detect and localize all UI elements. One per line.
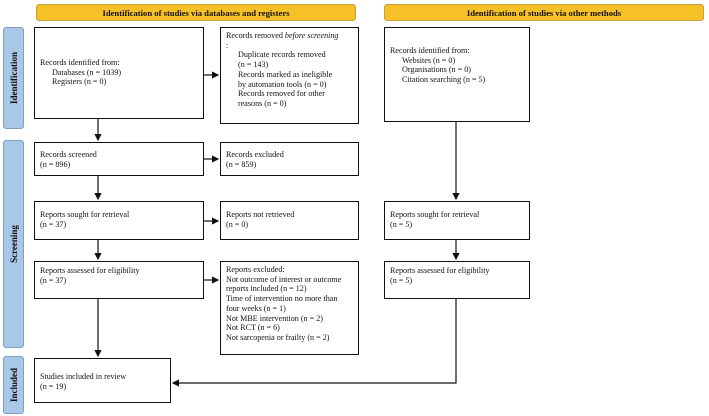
excluded-not-mbe: Not MBE intervention (n = 2) <box>226 313 323 323</box>
other-reports-sought-box: Reports sought for retrieval (n = 5) <box>384 201 530 240</box>
excluded-time: Time of intervention no more than <box>226 294 338 304</box>
header-databases-registers: Identification of studies via databases … <box>36 4 356 21</box>
studies-included-box: Studies included in review (n = 19) <box>34 358 171 403</box>
records-removed-box: Records removed before screening : Dupli… <box>220 27 359 124</box>
reports-not-retrieved-box: Reports not retrieved (n = 0) <box>220 201 359 240</box>
reports-sought-title: Reports sought for retrieval <box>40 210 130 219</box>
records-excluded-count: (n = 859) <box>226 159 257 169</box>
studies-included-title: Studies included in review <box>40 372 127 381</box>
databases-count: Databases (n = 1039) <box>52 67 122 77</box>
records-removed-title-colon: : <box>226 40 229 50</box>
other-reports-sought-title: Reports sought for retrieval <box>390 210 480 219</box>
reports-sought-box: Reports sought for retrieval (n = 37) <box>34 201 204 240</box>
excluded-time-count: four weeks (n = 1) <box>226 303 286 313</box>
studies-included-count: (n = 19) <box>40 381 67 391</box>
registers-count: Registers (n = 0) <box>52 77 107 87</box>
other-records-title: Records identified from: <box>390 46 470 55</box>
reports-sought-count: (n = 37) <box>40 219 67 229</box>
other-reasons: Records removed for other <box>238 89 325 99</box>
organisations-count: Organisations (n = 0) <box>402 65 471 75</box>
reports-assessed-box: Reports assessed for eligibility (n = 37… <box>34 261 204 299</box>
records-excluded-title: Records excluded <box>226 150 284 159</box>
other-reports-sought-count: (n = 5) <box>390 219 413 229</box>
excluded-outcome-count: reports included (n = 12) <box>226 284 307 294</box>
reports-not-retrieved-count: (n = 0) <box>226 219 249 229</box>
other-reports-assessed-box: Reports assessed for eligibility (n = 5) <box>384 261 530 299</box>
phase-included: Included <box>3 356 24 414</box>
records-removed-title: Records removed before screening <box>226 31 339 40</box>
excluded-outcome: Not outcome of interest or outcome <box>226 274 342 284</box>
other-reports-assessed-title: Reports assessed for eligibility <box>390 266 490 275</box>
websites-count: Websites (n = 0) <box>402 55 456 65</box>
arrow-other-assessed-to-included <box>171 299 457 387</box>
reports-not-retrieved-title: Reports not retrieved <box>226 210 295 219</box>
reports-excluded-box: Reports excluded: Not outcome of interes… <box>220 261 359 355</box>
reports-assessed-title: Reports assessed for eligibility <box>40 266 140 275</box>
duplicate-removed-count: (n = 143) <box>238 60 269 70</box>
other-reports-assessed-count: (n = 5) <box>390 275 413 285</box>
excluded-not-rct: Not RCT (n = 6) <box>226 323 280 333</box>
records-screened-count: (n = 896) <box>40 159 71 169</box>
records-screened-title: Records screened <box>40 150 97 159</box>
citation-searching-count: Citation searching (n = 5) <box>402 75 486 85</box>
reports-excluded-title: Reports excluded: <box>226 265 285 274</box>
excluded-not-sarcopenia: Not sarcopenia or frailty (n = 2) <box>226 332 330 342</box>
automation-ineligible: Records marked as ineligible <box>238 69 333 79</box>
records-excluded-box: Records excluded (n = 859) <box>220 142 359 176</box>
automation-ineligible-count: by automation tools (n = 0) <box>238 79 327 89</box>
phase-screening: Screening <box>3 140 24 348</box>
reports-assessed-count: (n = 37) <box>40 275 67 285</box>
duplicate-removed: Duplicate records removed <box>238 50 326 60</box>
phase-identification: Identification <box>3 27 24 129</box>
records-screened-box: Records screened (n = 896) <box>34 142 204 176</box>
other-reasons-count: reasons (n = 0) <box>238 98 287 108</box>
other-records-identified-box: Records identified from: Websites (n = 0… <box>384 27 530 122</box>
records-identified-box: Records identified from: Databases (n = … <box>34 27 204 119</box>
records-identified-title: Records identified from: <box>40 58 120 67</box>
header-other-methods: Identification of studies via other meth… <box>384 4 704 21</box>
